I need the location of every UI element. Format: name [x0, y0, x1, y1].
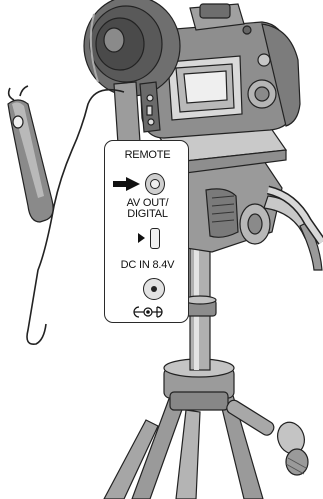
av-out-label-line2: DIGITAL [105, 209, 190, 220]
terminal-callout: REMOTE AV OUT/ DIGITAL DC IN 8.4V [104, 140, 189, 323]
remote-label: REMOTE [105, 150, 190, 161]
av-out-port-icon [150, 228, 160, 249]
camera-lcd-screen [168, 56, 242, 120]
arrow-right-icon [113, 177, 141, 191]
triangle-right-icon [138, 233, 145, 243]
dc-in-label: DC IN 8.4V [105, 260, 190, 271]
dc-in-jack-icon [143, 278, 165, 300]
camera-lens [84, 0, 180, 96]
remote-jack-icon [145, 173, 165, 195]
dc-polarity-icon [133, 306, 163, 318]
